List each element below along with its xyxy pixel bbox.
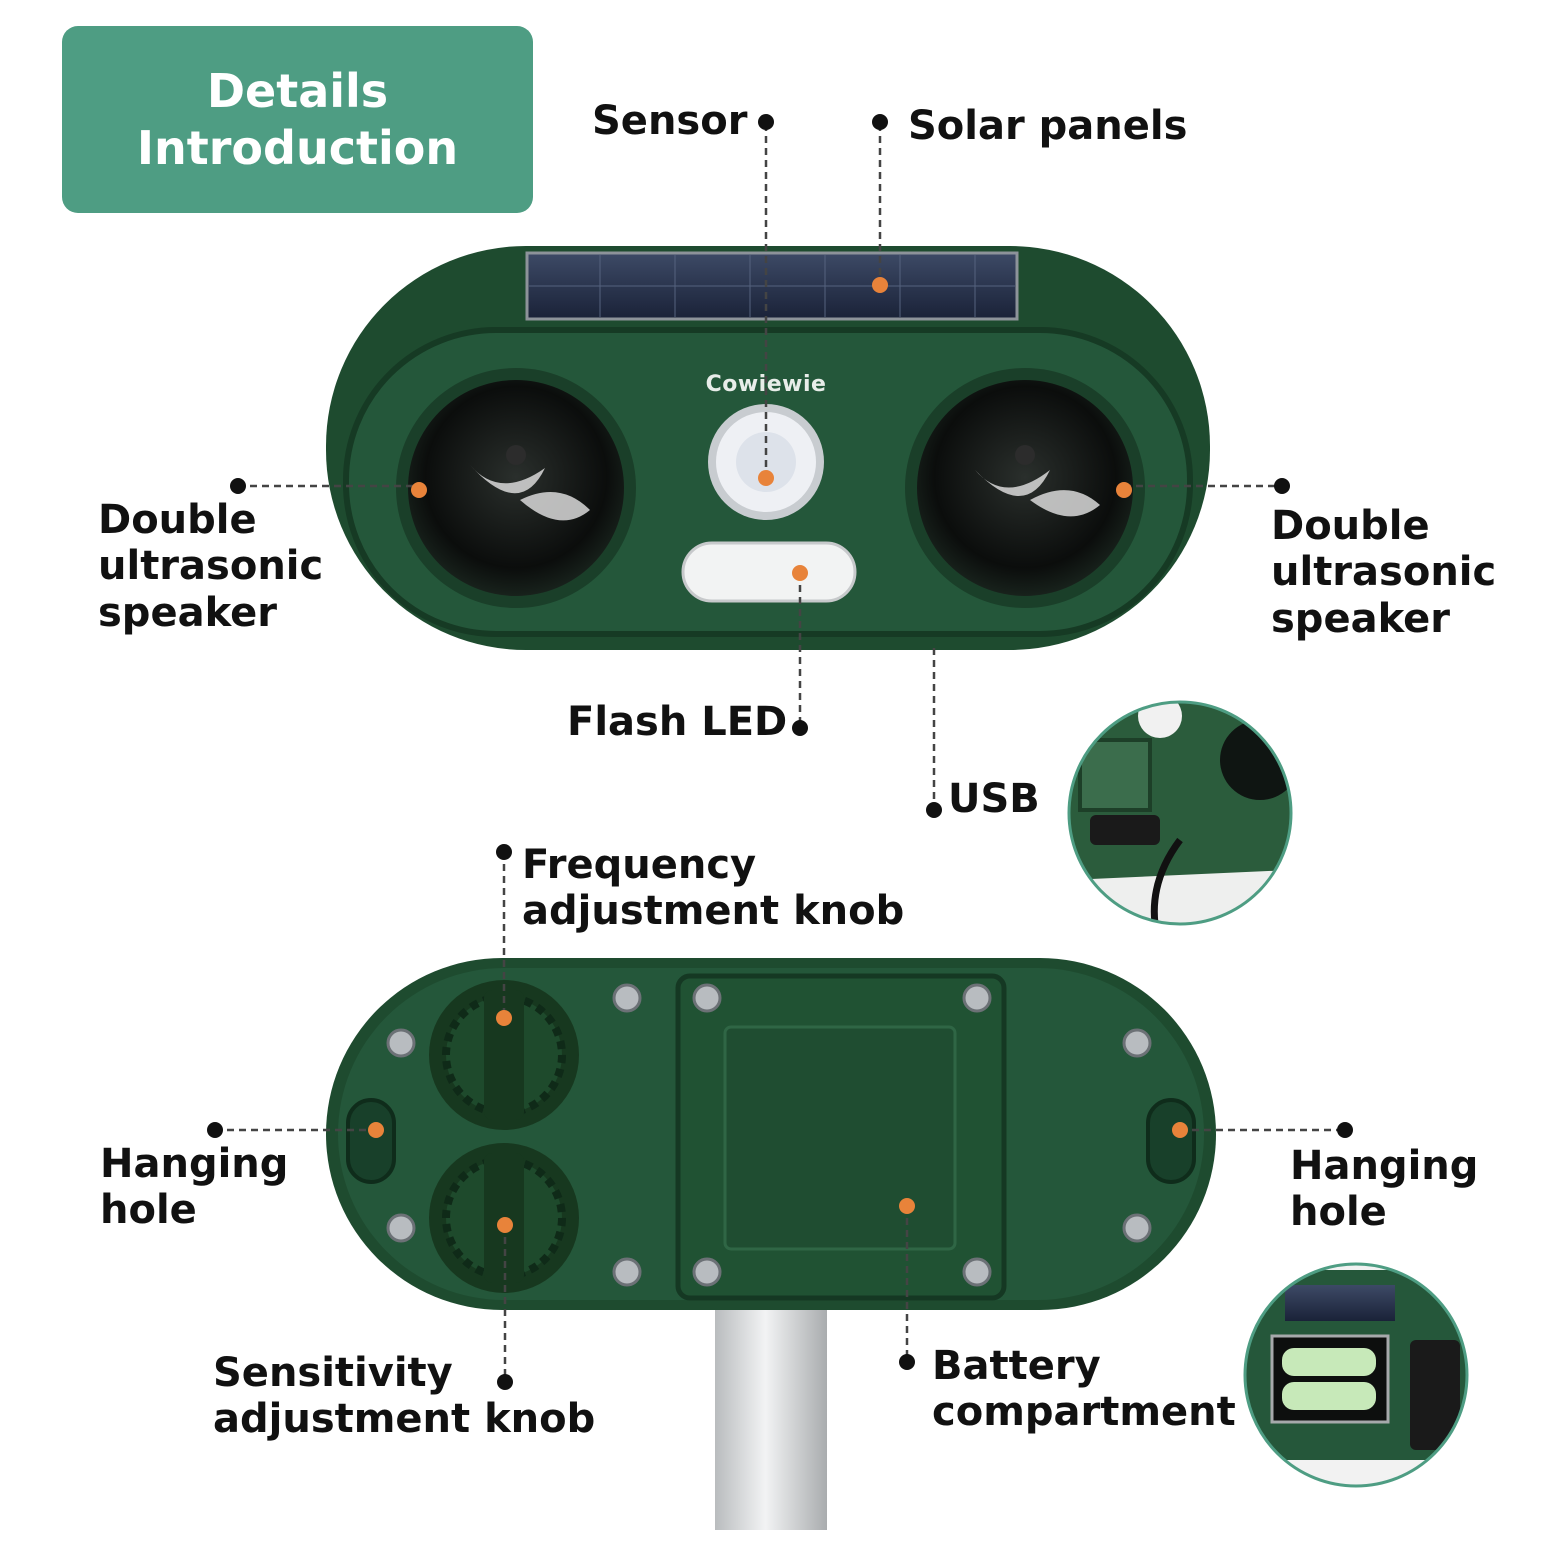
battery-callout-dot [899, 1354, 915, 1370]
hanging-hole-left-icon [346, 1098, 396, 1184]
speaker-left-callout-dot [230, 478, 246, 494]
speaker-right-line1: Double [1271, 503, 1430, 549]
speaker-right-line2: ultrasonic [1271, 549, 1497, 596]
back-device [326, 958, 1216, 1530]
sensitivity-callout-dot [497, 1374, 513, 1390]
hanging-hole-left-label: Hanging hole [100, 1141, 288, 1234]
sensitivity-knob-line1: Sensitivity [213, 1350, 453, 1396]
sensor-callout-dot [758, 114, 774, 130]
usb-inset [1067, 700, 1293, 926]
frequency-knob-line1: Frequency [522, 842, 757, 888]
brand-logo: Cowiewie [705, 372, 827, 397]
flash-led-callout-dot [792, 720, 808, 736]
usb-label: USB [948, 776, 1040, 822]
hanging-hole-left-line2: hole [100, 1187, 197, 1234]
solar-panels-label: Solar panels [908, 103, 1188, 149]
sensitivity-knob-line2: adjustment knob [213, 1396, 596, 1443]
hanging-hole-right-icon [1146, 1098, 1196, 1184]
callout-dots [207, 114, 1353, 1390]
header-badge: Details Introduction [62, 26, 533, 213]
hanging-left-callout-dot [207, 1122, 223, 1138]
header-title-line1: Details [206, 64, 389, 119]
speaker-right-line3: speaker [1271, 595, 1450, 642]
orange-markers [368, 277, 1188, 1233]
solar-callout-dot [872, 114, 888, 130]
hanging-right-callout-dot [1337, 1122, 1353, 1138]
battery-inset [1243, 1262, 1469, 1488]
battery-compartment-line1: Battery [932, 1343, 1101, 1389]
flash-led-label: Flash LED [567, 699, 788, 745]
speaker-right-callout-dot [1274, 478, 1290, 494]
stake-pole [715, 1300, 827, 1530]
frequency-knob-line2: adjustment knob [522, 888, 905, 935]
screw-icons [386, 983, 1152, 1287]
leader-lines [215, 124, 1345, 1382]
frequency-knob-label: Frequency adjustment knob [522, 842, 904, 935]
battery-compartment-line2: compartment [932, 1389, 1236, 1436]
speaker-left-line1: Double [98, 497, 257, 543]
hanging-hole-right-line2: hole [1290, 1189, 1387, 1236]
hanging-hole-left-line1: Hanging [100, 1141, 289, 1187]
hanging-hole-right-line1: Hanging [1290, 1143, 1479, 1189]
flash-led-icon [681, 541, 857, 603]
hanging-hole-right-label: Hanging hole [1290, 1143, 1478, 1236]
speaker-left-label: Double ultrasonic speaker [98, 497, 323, 636]
battery-compartment-label: Battery compartment [932, 1343, 1236, 1436]
front-device [326, 246, 1210, 650]
speaker-right-label: Double ultrasonic speaker [1271, 503, 1496, 642]
speaker-left-line3: speaker [98, 589, 277, 636]
speaker-left-line2: ultrasonic [98, 543, 324, 590]
frequency-callout-dot [496, 844, 512, 860]
sensor-label: Sensor [592, 98, 748, 144]
header-title-line2: Introduction [136, 120, 459, 175]
sensitivity-knob-label: Sensitivity adjustment knob [213, 1350, 595, 1443]
usb-callout-dot [926, 802, 942, 818]
